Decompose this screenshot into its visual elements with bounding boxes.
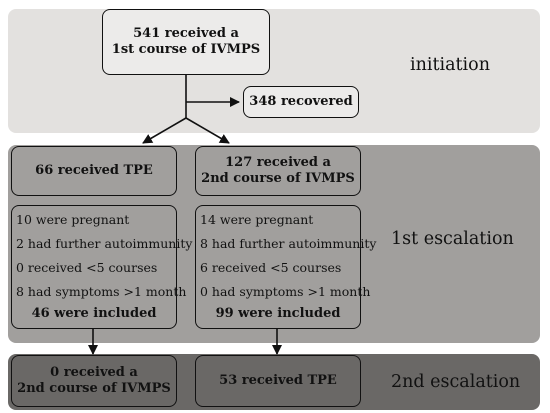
second-course-line-1: 127 received a <box>225 154 331 170</box>
left-detail-line: 0 received <5 courses <box>16 260 158 275</box>
arrow-to-second-course <box>185 117 230 144</box>
recovered-box: 348 recovered <box>243 86 359 118</box>
recovered-text: 348 recovered <box>249 93 353 109</box>
start-line-2: 1st course of IVMPS <box>111 42 261 57</box>
first-escalation-label: 1st escalation <box>391 229 514 249</box>
right-detail-line: 14 were pregnant <box>200 212 314 227</box>
initiation-label: initiation <box>410 55 490 75</box>
right-second-escalation-box: 53 received TPE <box>195 355 361 407</box>
right-detail-line: 6 received <5 courses <box>200 260 342 275</box>
right-details-box: 14 were pregnant 8 had further autoimmun… <box>195 205 376 329</box>
left-detail-line: 2 had further autoimmunity <box>16 236 193 251</box>
left-included: 46 were included <box>31 306 157 321</box>
right-included: 99 were included <box>215 306 341 321</box>
tpe-text: 66 received TPE <box>35 162 153 178</box>
tpe-final-text: 53 received TPE <box>219 372 337 388</box>
start-line-1: 541 received a <box>133 25 239 41</box>
right-detail-line: 0 had symptoms >1 month <box>200 284 371 299</box>
arrow-to-tpe <box>142 117 187 144</box>
left-details-box: 10 were pregnant 2 had further autoimmun… <box>11 205 192 329</box>
tpe-zero-line-2: 2nd course of IVMPS <box>17 381 171 396</box>
tpe-zero-line-1: 0 received a <box>50 364 138 380</box>
start-box: 541 received a 1st course of IVMPS <box>102 9 270 75</box>
left-second-escalation-box: 0 received a 2nd course of IVMPS <box>11 355 177 407</box>
second-escalation-label: 2nd escalation <box>391 372 521 392</box>
left-detail-line: 8 had symptoms >1 month <box>16 284 187 299</box>
second-course-box: 127 received a 2nd course of IVMPS <box>195 146 361 196</box>
left-detail-line: 10 were pregnant <box>16 212 130 227</box>
second-course-line-2: 2nd course of IVMPS <box>201 171 355 186</box>
tpe-box: 66 received TPE <box>11 146 177 196</box>
right-detail-line: 8 had further autoimmunity <box>200 236 377 251</box>
